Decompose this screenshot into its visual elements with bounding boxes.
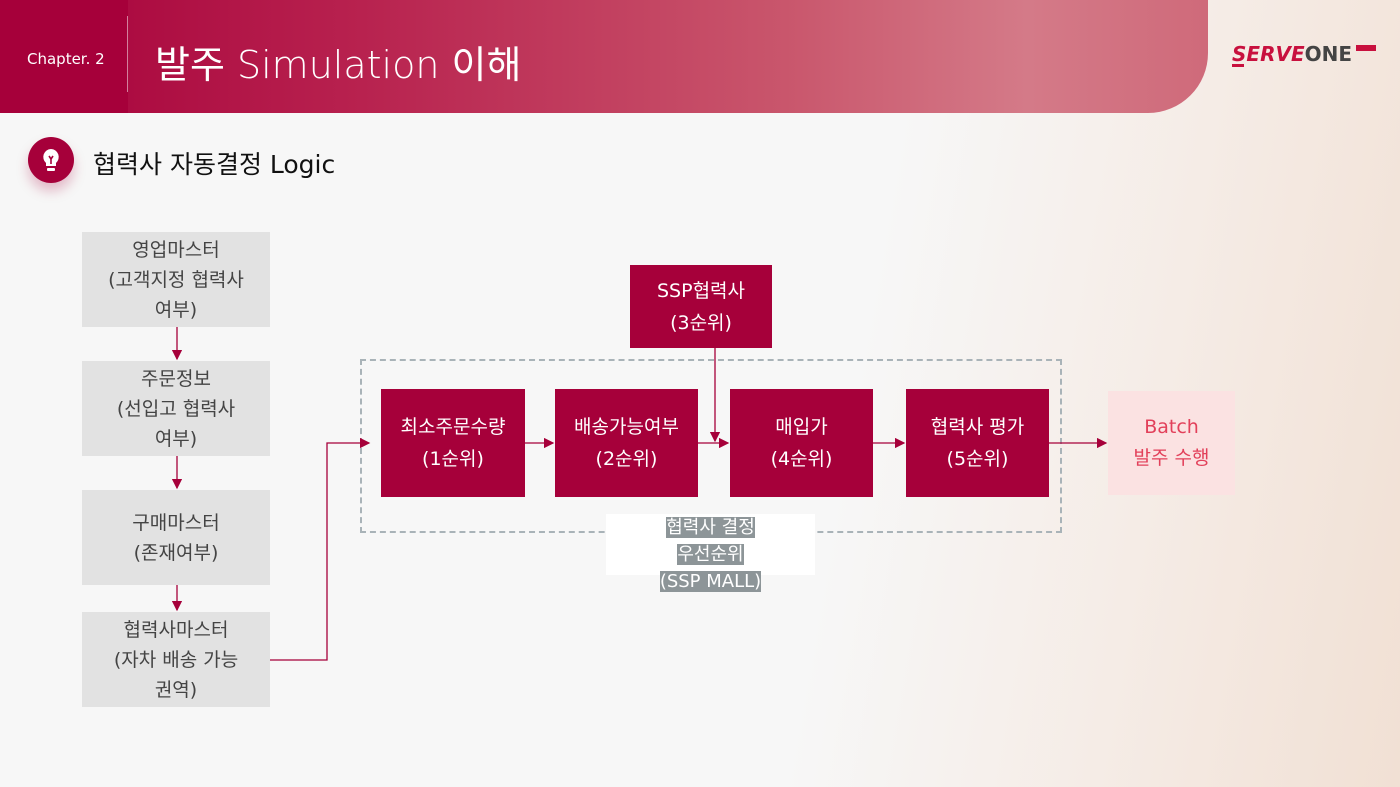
step-delivery-availability: 배송가능여부 (2순위) — [555, 389, 698, 497]
section-title: 협력사 자동결정 Logic — [93, 150, 336, 179]
ssp-partner-box: SSP협력사 (3순위) — [630, 265, 772, 348]
group-label: 협력사 결정 우선순위 (SSP MALL) — [659, 517, 762, 592]
page-title: 발주 Simulation 이해 — [155, 43, 522, 87]
step-partner-evaluation: 협력사 평가 (5순위) — [906, 389, 1049, 497]
chapter-panel — [0, 0, 128, 113]
lightbulb-icon — [28, 137, 74, 183]
header-band — [0, 0, 1208, 113]
batch-order-box: Batch 발주 수행 — [1108, 391, 1235, 495]
logo-accent-underline — [1232, 64, 1244, 67]
serveone-logo: SERVEONE — [1232, 42, 1353, 66]
header-divider — [127, 16, 128, 92]
source-sales-master: 영업마스터 (고객지정 협력사 여부) — [82, 232, 270, 327]
arrow-to-group — [270, 437, 371, 661]
source-partner-master: 협력사마스터 (자차 배송 가능 권역) — [82, 612, 270, 707]
step-min-order-qty: 최소주문수량 (1순위) — [381, 389, 525, 497]
chapter-label: Chapter. 2 — [27, 50, 105, 68]
step-purchase-price: 매입가 (4순위) — [730, 389, 873, 497]
source-purchase-master: 구매마스터 (존재여부) — [82, 490, 270, 585]
logo-accent — [1356, 45, 1376, 51]
source-order-info: 주문정보 (선입고 협력사 여부) — [82, 361, 270, 456]
